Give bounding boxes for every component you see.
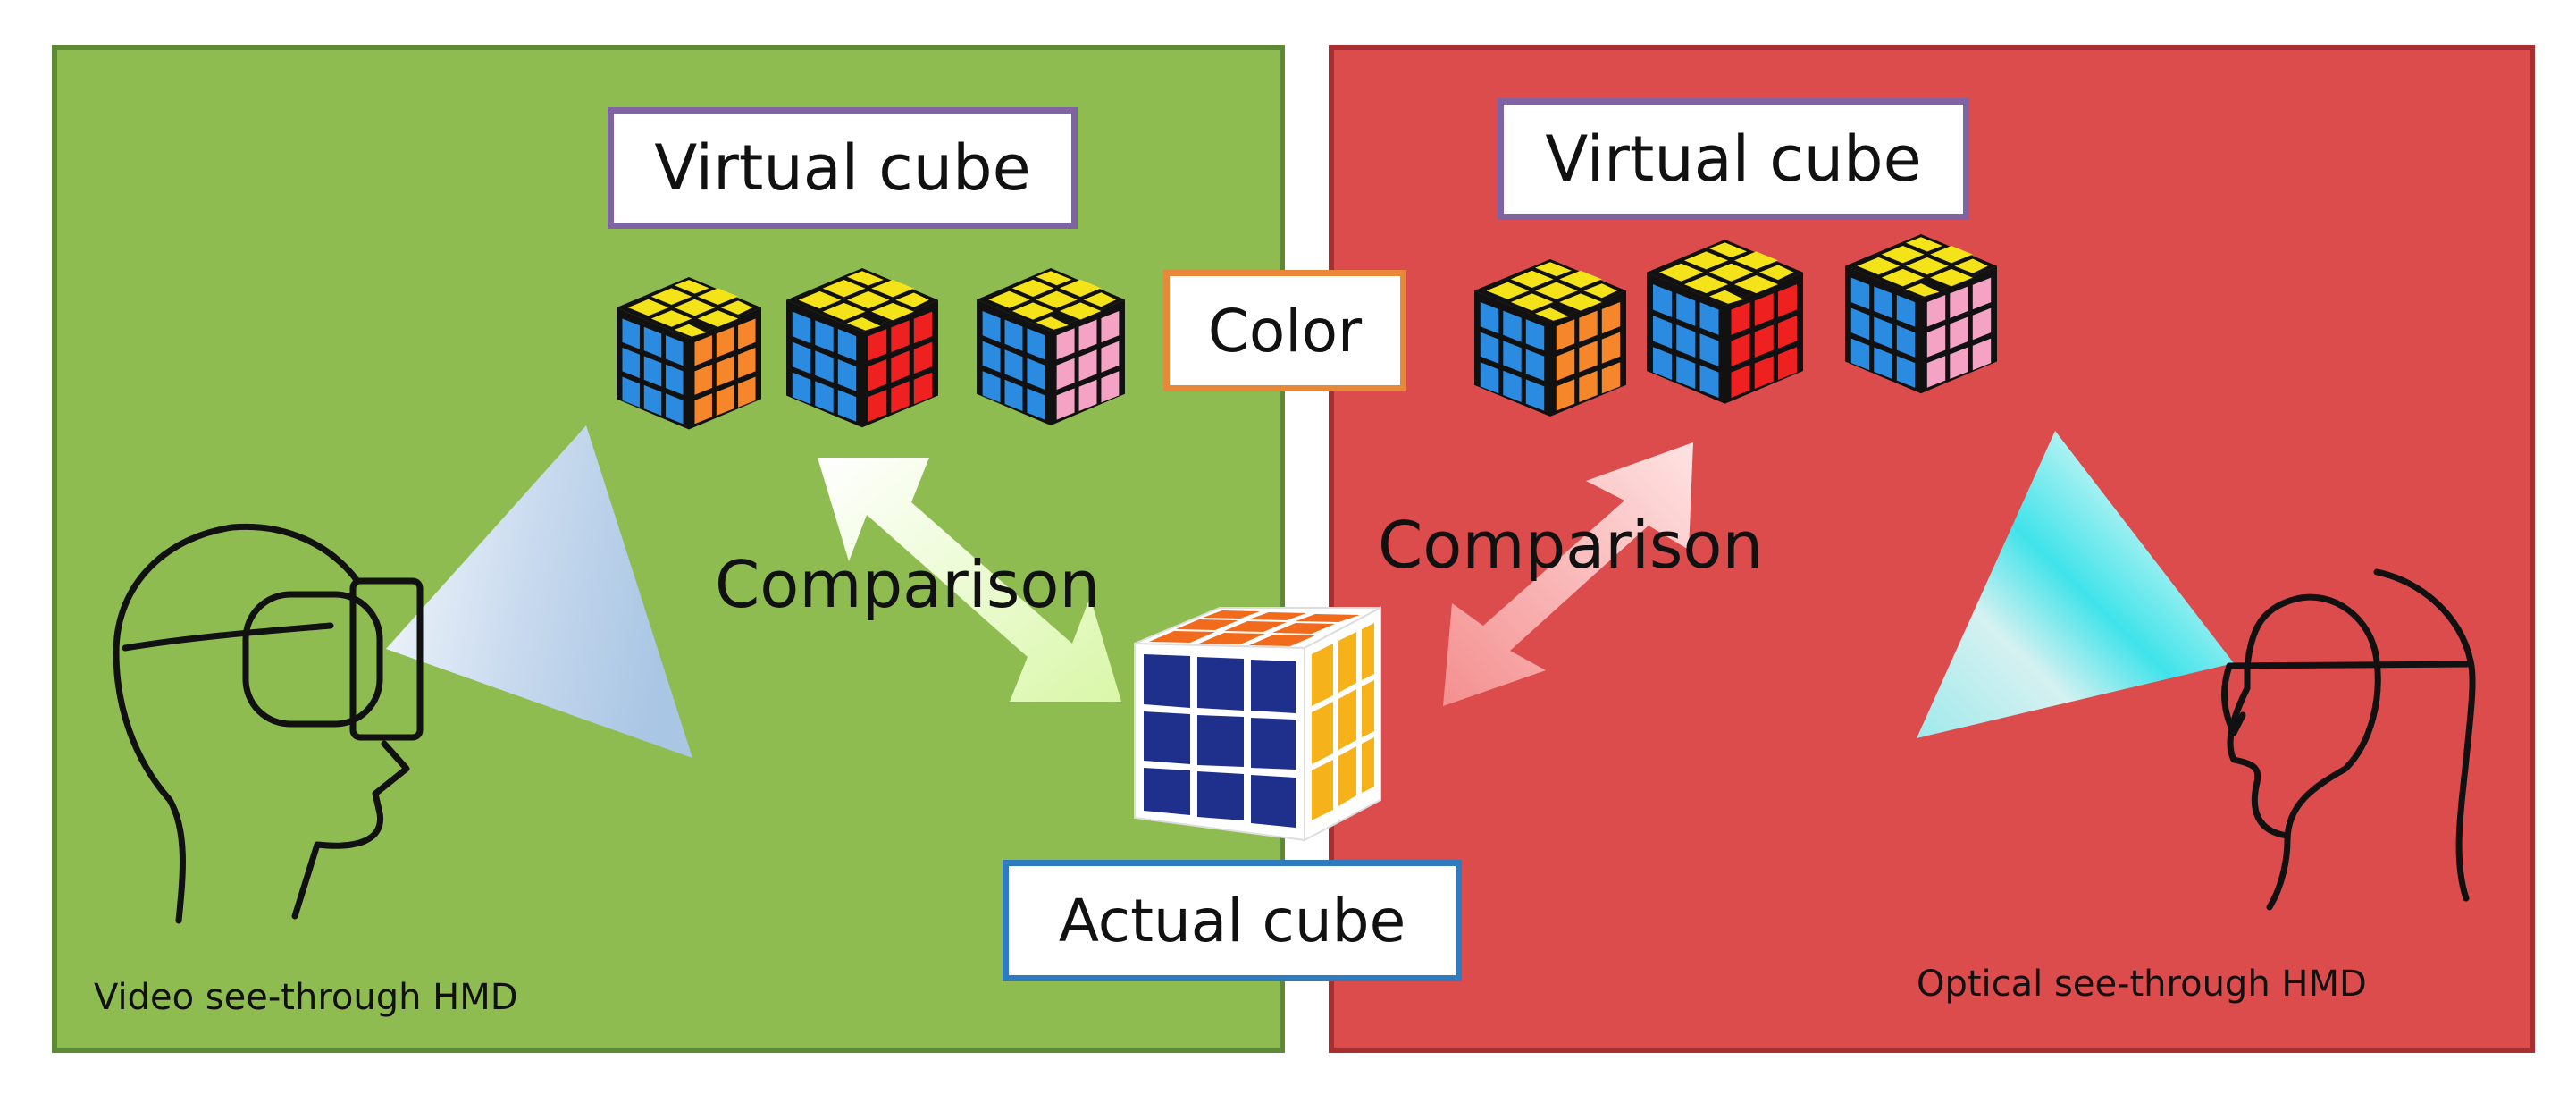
- left-virtual-cube-label-text: Virtual cube: [654, 131, 1031, 205]
- virtual-cube-icon-right-red: [1647, 240, 1803, 404]
- actual-cube-label-text: Actual cube: [1058, 886, 1406, 955]
- video-see-through-panel: [52, 45, 1285, 1053]
- optical-see-through-panel: [1329, 45, 2535, 1053]
- right-virtual-cube-label: Virtual cube: [1498, 98, 1969, 220]
- virtual-cube-side-stickers-right-red: [1731, 284, 1797, 399]
- video-hmd-view-frustum-icon: [386, 425, 692, 758]
- virtual-cube-side-stickers-right-orange: [1556, 302, 1621, 411]
- virtual-cube-icon-left-red: [786, 268, 938, 428]
- actual-cube-label: Actual cube: [1003, 860, 1462, 981]
- optical-hmd-view-frustum-icon: [1917, 431, 2234, 738]
- right-comparison-label: Comparison: [1378, 508, 1764, 583]
- virtual-cube-side-stickers-left-orange: [694, 318, 756, 425]
- actual-cube-icon: [1134, 606, 1381, 842]
- virtual-cube-side-stickers-right-pink: [1926, 277, 1992, 388]
- virtual-cube-icon-right-orange: [1474, 259, 1626, 417]
- virtual-cube-icon-right-pink: [1845, 234, 1997, 394]
- right-comparison-double-arrow-icon: [1443, 442, 1693, 706]
- left-panel-caption: Video see-through HMD: [94, 977, 518, 1018]
- virtual-cube-side-stickers-left-red: [868, 311, 933, 422]
- video-see-through-hmd-head-icon: [113, 523, 424, 924]
- virtual-cube-side-stickers-left-pink: [1056, 311, 1120, 420]
- right-virtual-cube-label-text: Virtual cube: [1545, 122, 1922, 196]
- color-label: Color: [1163, 270, 1406, 391]
- color-label-text: Color: [1207, 296, 1363, 366]
- optical-see-through-hmd-head-icon: [2221, 568, 2476, 911]
- virtual-cube-icon-left-orange: [617, 277, 761, 430]
- virtual-cube-icon-left-pink: [977, 268, 1125, 425]
- left-comparison-double-arrow-icon: [818, 458, 1121, 702]
- left-virtual-cube-label: Virtual cube: [608, 107, 1078, 229]
- left-comparison-label: Comparison: [715, 547, 1101, 622]
- right-panel-caption: Optical see-through HMD: [1917, 964, 2367, 1005]
